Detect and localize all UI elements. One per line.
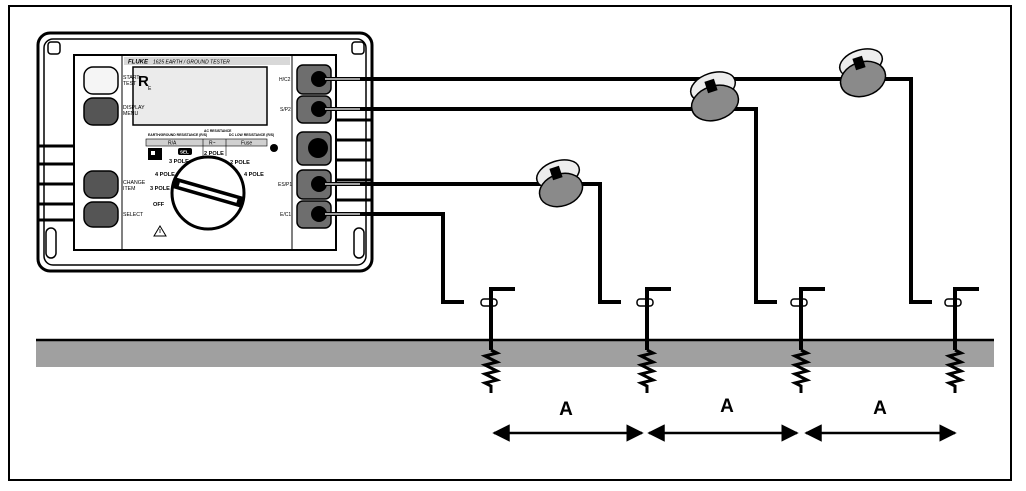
svg-text:SEL: SEL bbox=[180, 150, 189, 155]
dial-pos-2pole-a: 2 POLE bbox=[204, 151, 224, 157]
terminal-label-s-p2: S/P2 bbox=[280, 107, 291, 113]
cable-e-c1 bbox=[319, 212, 464, 304]
model-label: 1625 EARTH / GROUND TESTER bbox=[153, 60, 230, 66]
earth-ground-tester: FLUKE 1625 EARTH / GROUND TESTER R E STA… bbox=[36, 31, 374, 273]
dial-pos-3pole-a: 3 POLE bbox=[150, 186, 170, 192]
display-subscript: E bbox=[148, 86, 152, 92]
stake-s-p2 bbox=[790, 287, 825, 393]
clamp-socket-marker bbox=[270, 144, 278, 152]
spacing-dimensions: A A A bbox=[492, 396, 957, 442]
cable-es-p1 bbox=[319, 182, 621, 304]
rotary-dial[interactable] bbox=[170, 155, 246, 231]
cable-s-p2 bbox=[319, 107, 777, 304]
dial-sub-ra: R/A bbox=[168, 141, 177, 147]
select-label: SELECT bbox=[123, 212, 144, 218]
stake-h-c2 bbox=[944, 287, 979, 393]
cable-reel-1 bbox=[689, 71, 740, 122]
start-test-button[interactable] bbox=[83, 66, 119, 95]
stake-es-p1 bbox=[636, 287, 671, 393]
spacing-label-3: A bbox=[873, 398, 887, 419]
dial-pos-4pole-a: 4 POLE bbox=[155, 172, 175, 178]
dial-section-ac: AC RESISTANCE bbox=[204, 129, 232, 133]
dial-section-dc: DC LOW RESISTANCE (R/S) bbox=[229, 133, 274, 137]
select-button[interactable] bbox=[83, 201, 119, 228]
cable-reel-2 bbox=[838, 48, 887, 98]
dial-pos-off: OFF bbox=[153, 202, 165, 208]
sel-badge bbox=[178, 148, 192, 155]
dial-pos-3pole-b: 3 POLE bbox=[169, 159, 189, 165]
terminal-label-h-c2: H/C2 bbox=[279, 77, 291, 83]
ground-strip bbox=[36, 340, 994, 367]
change-item-button[interactable] bbox=[83, 170, 119, 199]
cable-reel-3 bbox=[535, 159, 584, 208]
dial-pos-2pole-b: 2 POLE bbox=[230, 160, 250, 166]
dial-sub-rac: R~ bbox=[209, 141, 216, 147]
cable-h-c2 bbox=[319, 77, 932, 304]
spacing-label-1: A bbox=[559, 399, 573, 420]
display-menu-button[interactable] bbox=[83, 97, 119, 126]
dial-pos-4pole-b: 4 POLE bbox=[244, 172, 264, 178]
brand-bar bbox=[124, 57, 290, 65]
brand-logo: FLUKE bbox=[128, 60, 149, 66]
terminal-label-es-p1: ES/P1 bbox=[278, 182, 292, 188]
dial-section-earth: EARTH/GROUND RESISTANCE (R/S) bbox=[148, 133, 207, 137]
warning-icon bbox=[153, 225, 167, 237]
stake-e-c1 bbox=[480, 287, 515, 393]
spacing-label-2: A bbox=[720, 396, 734, 417]
lcd-display bbox=[132, 66, 268, 126]
display-reading: R bbox=[138, 73, 149, 90]
left-side-ridges bbox=[38, 144, 74, 222]
cables bbox=[319, 77, 932, 304]
dial-sub-fuse: Fuse bbox=[241, 141, 252, 147]
right-side-ridges bbox=[334, 118, 372, 202]
figure-border bbox=[8, 5, 1012, 481]
terminal-label-e-c1: E/C1 bbox=[280, 212, 291, 218]
ground-stakes bbox=[480, 287, 979, 393]
